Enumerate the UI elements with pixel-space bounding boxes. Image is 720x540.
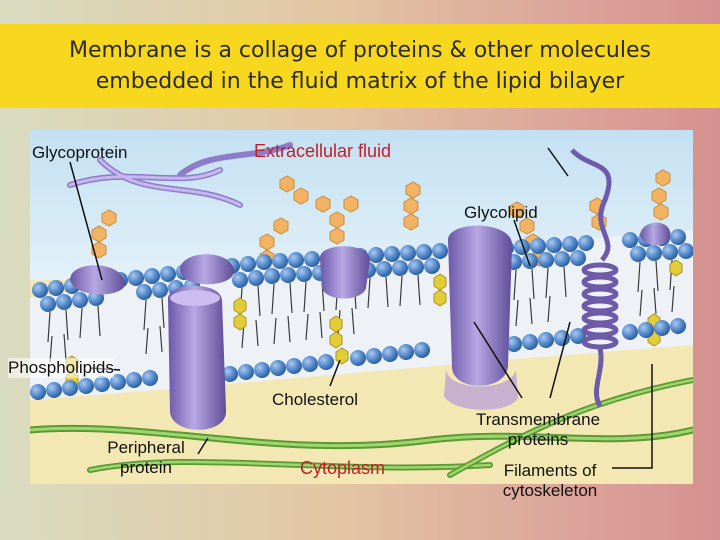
- label-transmembrane-proteins: Transmembrane proteins: [458, 410, 618, 450]
- label-cholesterol: Cholesterol: [272, 390, 358, 409]
- label-transmembrane-line1: Transmembrane: [475, 410, 601, 429]
- label-filaments-line1: Filaments of: [503, 461, 597, 480]
- cytoskeleton-filaments: [30, 377, 693, 478]
- lower-phospholipid-heads: [30, 318, 686, 400]
- leader-filaments: [612, 364, 653, 469]
- membrane-illustration: [30, 130, 693, 484]
- leader-cholesterol: [329, 359, 341, 387]
- label-glycoprotein: Glycoprotein: [32, 143, 128, 162]
- transmembrane-protein-base: [444, 370, 518, 410]
- label-transmembrane-line2: proteins: [507, 430, 569, 449]
- slide-title: Membrane is a collage of proteins & othe…: [68, 38, 651, 94]
- label-peripheral-protein: Peripheral protein: [96, 438, 196, 478]
- center-protein: [320, 246, 370, 299]
- protein-bump-right: [640, 222, 671, 246]
- helical-protein: [570, 148, 619, 408]
- leader-glycolipid: [513, 219, 531, 267]
- extracellular-fibers-light: [68, 158, 242, 207]
- protein-bump-left: [180, 254, 235, 285]
- upper-phospholipid-heads: [32, 229, 693, 312]
- glycoprotein-left: [70, 265, 126, 295]
- phospholipid-tails: [47, 259, 675, 363]
- label-peripheral-line1: Peripheral: [107, 438, 185, 457]
- label-cytoplasm: Cytoplasm: [300, 458, 386, 478]
- label-phospholipids: Phospholipids: [8, 358, 114, 378]
- leader-transmembrane-a: [473, 321, 523, 399]
- leader-lines: [69, 147, 653, 469]
- title-band: Membrane is a collage of proteins & othe…: [0, 24, 720, 108]
- leader-peripheral: [197, 437, 209, 455]
- protein-top-left: [170, 290, 220, 306]
- leader-glycoprotein: [69, 161, 103, 281]
- leader-extracellular: [547, 147, 569, 177]
- label-glycolipid: Glycolipid: [464, 203, 538, 222]
- label-peripheral-line2: protein: [120, 458, 172, 477]
- leader-transmembrane-b: [549, 321, 571, 399]
- integral-protein-left: [167, 285, 227, 430]
- label-filaments-cytoskeleton: Filaments of cytoskeleton: [480, 461, 620, 501]
- transmembrane-protein: [448, 225, 513, 386]
- membrane-diagram: Glycoprotein Extracellular fluid Glycoli…: [8, 130, 693, 500]
- label-filaments-line2: cytoskeleton: [502, 481, 598, 500]
- label-extracellular-fluid: Extracellular fluid: [254, 141, 392, 161]
